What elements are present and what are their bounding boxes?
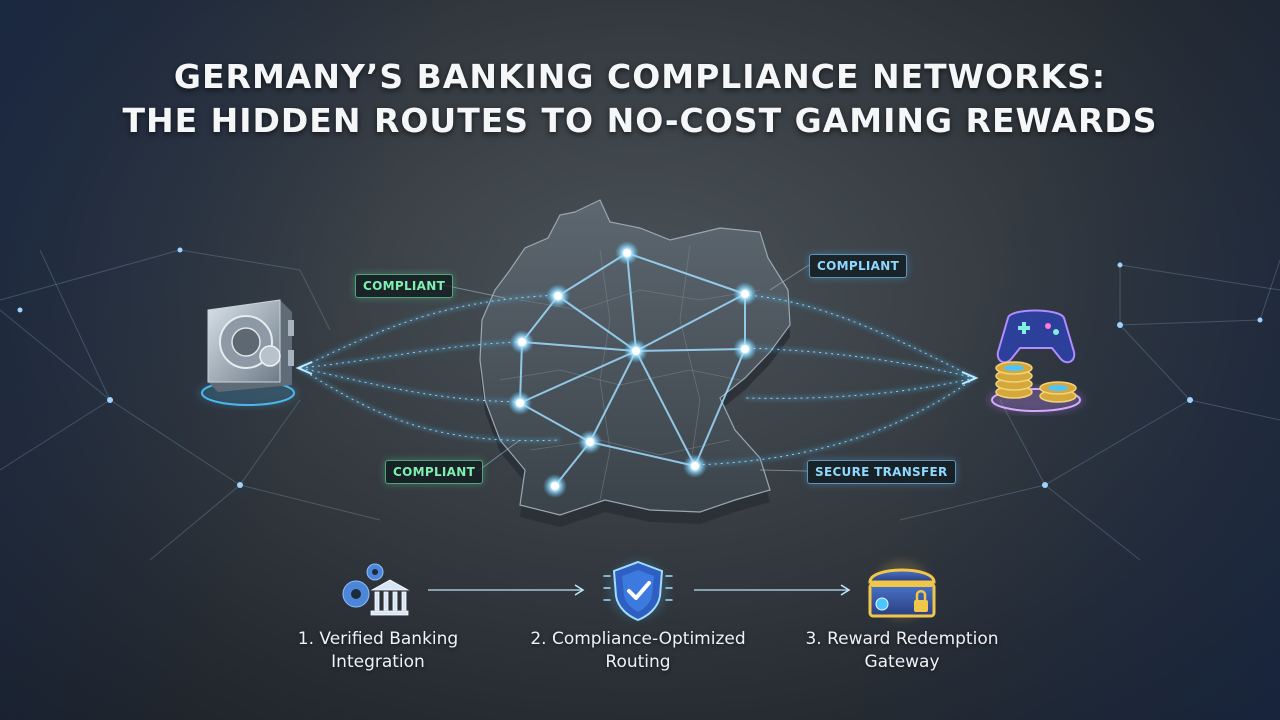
network-node <box>733 337 757 361</box>
shield-check-icon <box>603 560 673 622</box>
network-node <box>508 391 532 415</box>
tag-leader-lines <box>442 264 810 472</box>
flow-streams <box>295 293 979 467</box>
treasure-chest-icon <box>868 560 936 620</box>
title-line-2: THE HIDDEN ROUTES TO NO-COST GAMING REWA… <box>122 101 1158 140</box>
secure-transfer-tag: SECURE TRANSFER <box>807 460 956 484</box>
network-node <box>683 454 707 478</box>
compliant-tag: COMPLIANT <box>355 274 454 298</box>
step-1-subtitle: Integration <box>331 652 425 672</box>
step-3-title: 3. Reward Redemption <box>805 629 999 649</box>
network-node <box>624 339 648 363</box>
step-2-label: 2. Compliance-Optimized Routing <box>508 628 768 674</box>
network-node <box>510 330 534 354</box>
step-3-subtitle: Gateway <box>864 652 940 672</box>
compliant-tag: COMPLIANT <box>385 460 484 484</box>
network-node <box>543 474 567 498</box>
compliant-tag: COMPLIANT <box>809 254 908 278</box>
background-grid-nodes <box>17 247 1263 488</box>
step-1-title: 1. Verified Banking <box>297 629 459 649</box>
network-node <box>546 284 570 308</box>
step-2-subtitle: Routing <box>605 652 671 672</box>
step-1-label: 1. Verified Banking Integration <box>248 628 508 674</box>
network-nodes <box>508 241 757 498</box>
game-controller-coins-icon <box>988 309 1084 413</box>
bank-vault-icon <box>198 299 298 407</box>
network-node <box>733 282 757 306</box>
title-line-1: GERMANY’S BANKING COMPLIANCE NETWORKS: <box>173 57 1107 96</box>
network-node <box>615 241 639 265</box>
network-node <box>578 430 602 454</box>
background-grid <box>0 249 1280 561</box>
step-3-label: 3. Reward Redemption Gateway <box>772 628 1032 674</box>
step-arrows <box>428 584 851 596</box>
step-2-title: 2. Compliance-Optimized <box>530 629 746 649</box>
page-title: GERMANY’S BANKING COMPLIANCE NETWORKS: T… <box>0 55 1280 143</box>
bank-gear-icon <box>342 563 410 616</box>
